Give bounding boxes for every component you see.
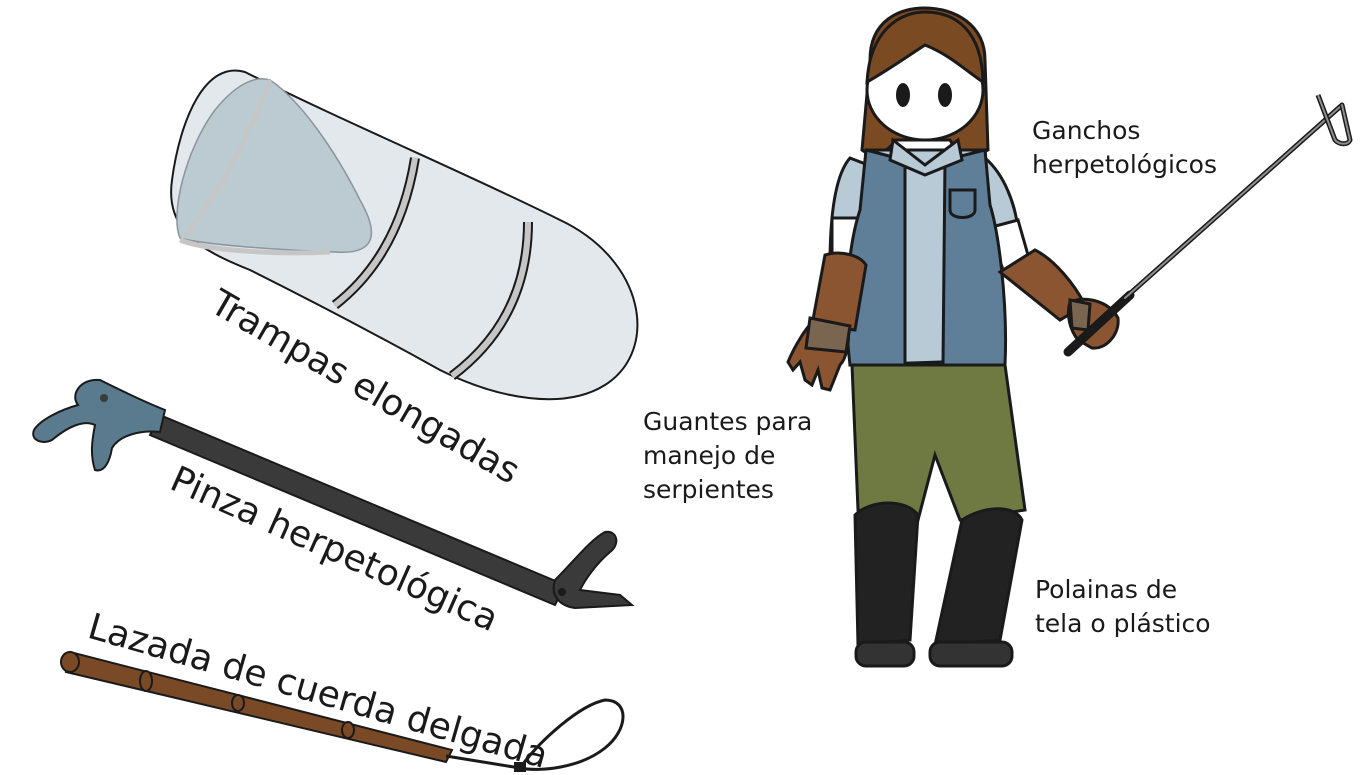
gloves-label-line-2: manejo de (643, 441, 775, 470)
hooks-label-line-2: herpetológicos (1032, 150, 1217, 179)
herpetological-tongs (33, 380, 632, 608)
gloves-label-line-3: serpientes (643, 475, 774, 504)
gloves-label-line-1: Guantes para (643, 407, 812, 436)
handler-figure (788, 8, 1118, 666)
gaiters-label-line-1: Polainas de (1035, 575, 1177, 604)
hooks-label-line-1: Ganchos (1032, 116, 1140, 145)
gaiters-label-line-2: tela o plástico (1035, 609, 1211, 638)
elongated-trap (171, 70, 637, 399)
